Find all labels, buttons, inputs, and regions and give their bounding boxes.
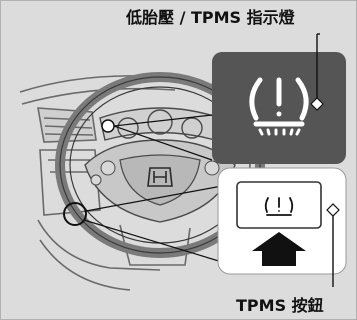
- button-panel: [217, 167, 347, 275]
- indicator-panel: [212, 52, 346, 164]
- honda-logo-icon: [147, 167, 173, 187]
- button-location-marker: [63, 202, 87, 226]
- indicator-callout-line: [113, 114, 213, 127]
- button-label: TPMS 按鈕: [236, 296, 324, 315]
- indicator-label: 低胎壓 / TPMS 指示燈: [126, 8, 295, 27]
- press-arrow-icon: [252, 232, 306, 266]
- button-pointer-icon: [326, 203, 340, 217]
- indicator-pointer-icon: [310, 97, 324, 111]
- tpms-button-icon: [264, 197, 294, 216]
- tpms-warning-icon: [249, 77, 309, 136]
- indicator-location-marker: [101, 119, 115, 133]
- instrument-cluster: [99, 107, 221, 141]
- button-callout-line: [85, 185, 223, 212]
